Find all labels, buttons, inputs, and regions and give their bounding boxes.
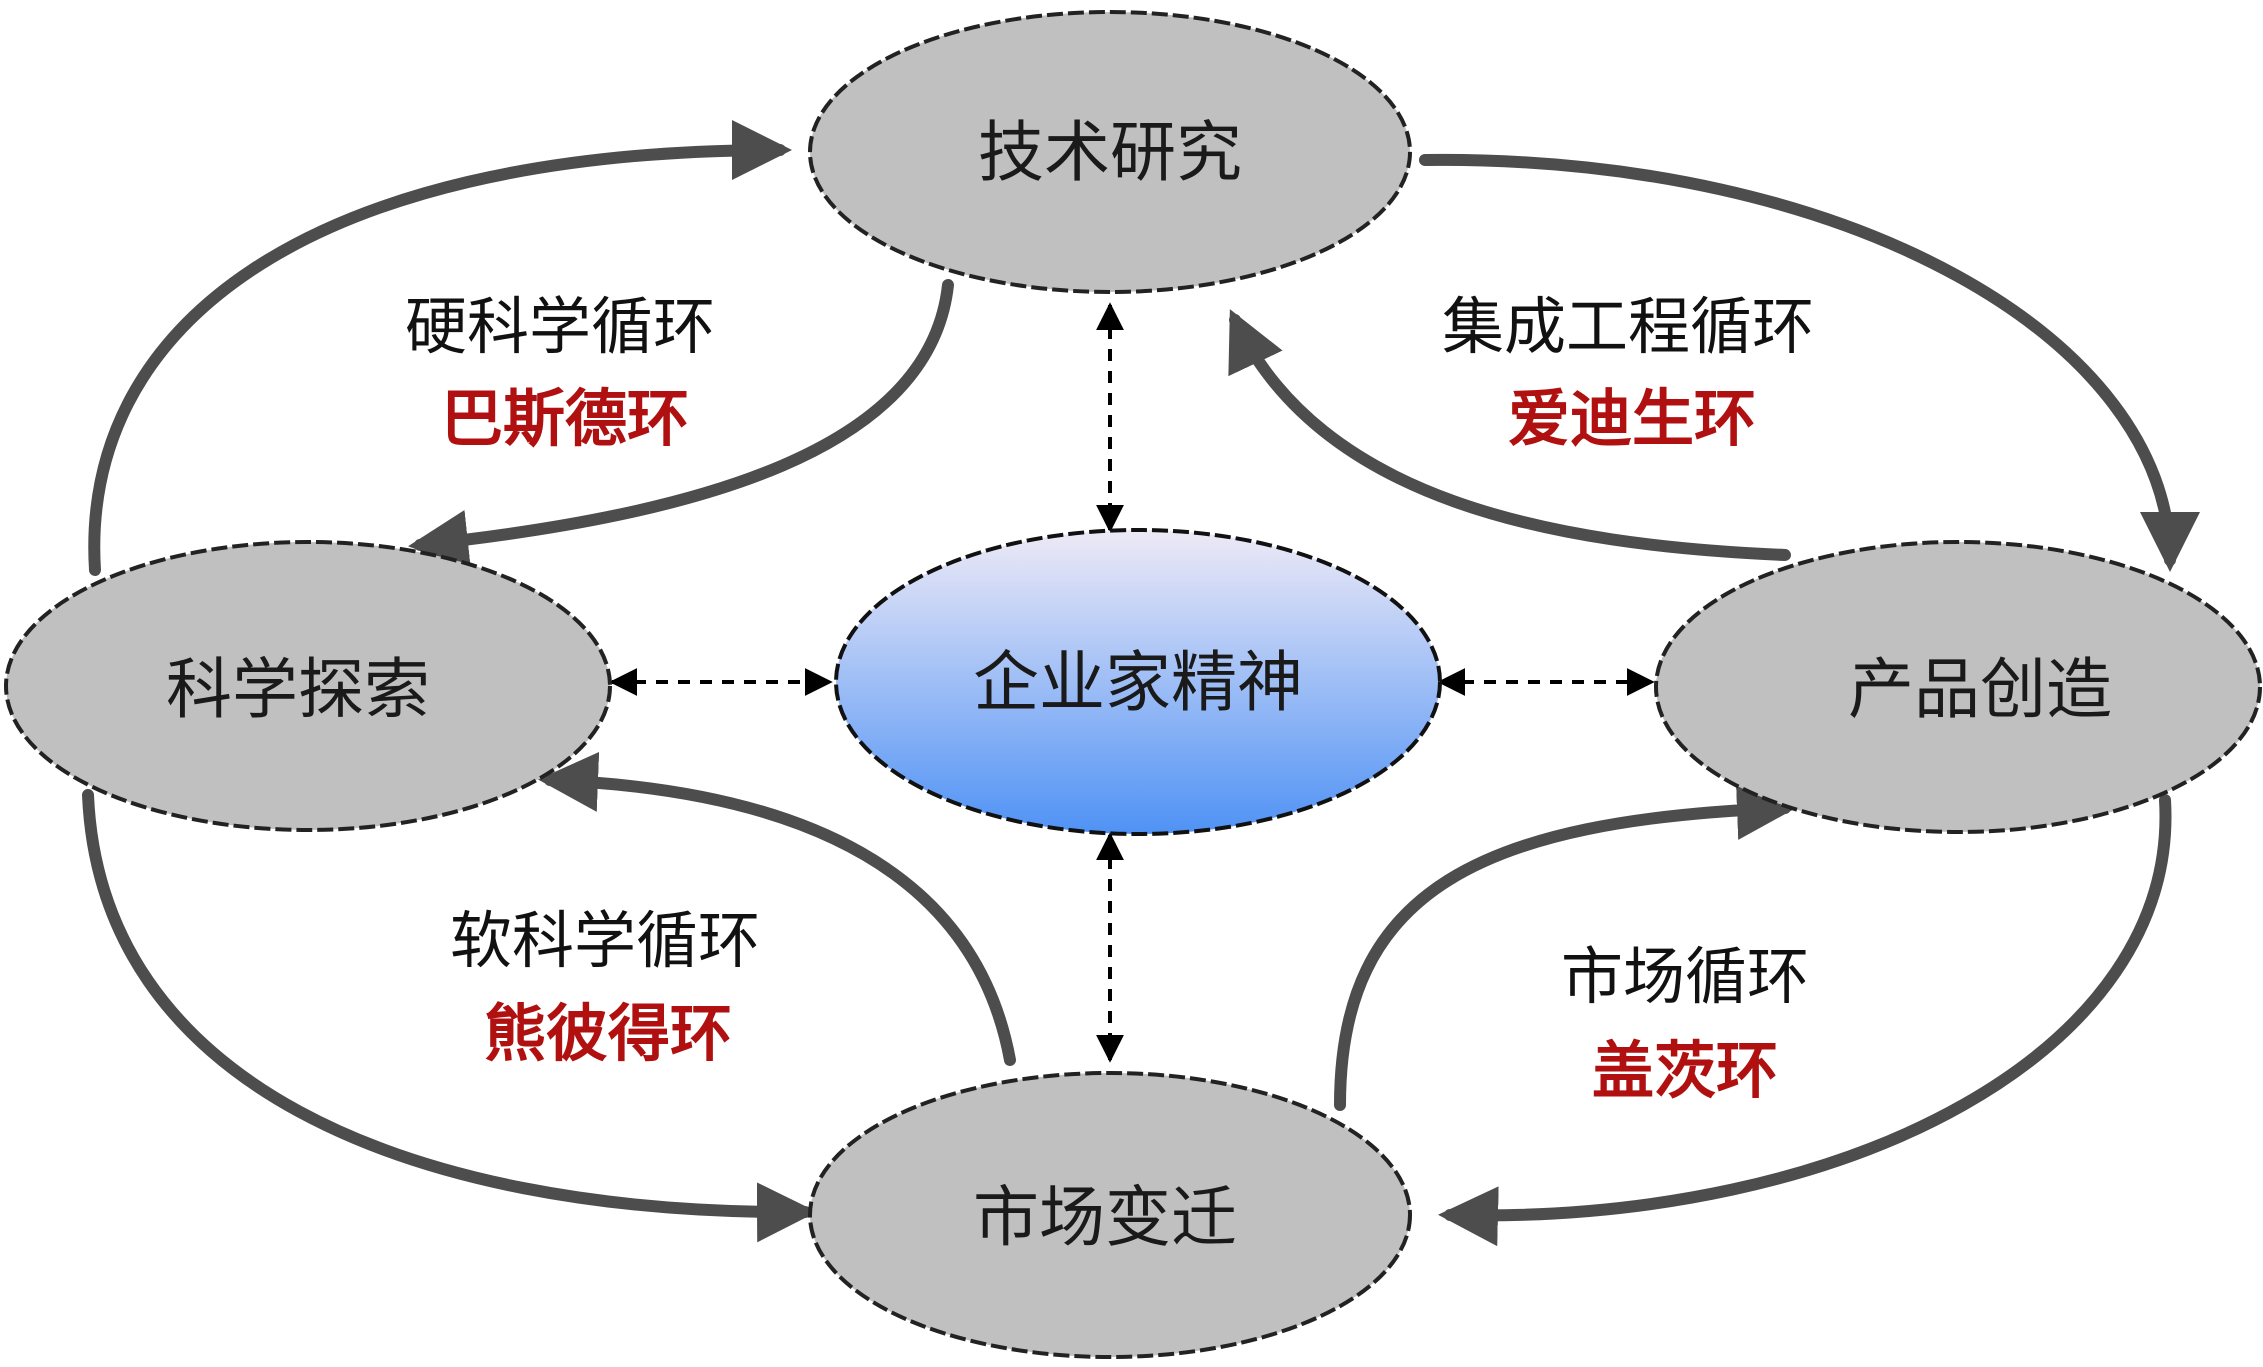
node-left-label: 科学探索 [166,651,430,728]
node-top: 技术研究 [808,10,1412,294]
loop-name-hard-science: 硬科学循环 [405,290,715,363]
arrow-explore-to-market [82,789,817,1243]
node-bottom-ellipse [808,1071,1412,1359]
loop-name-integrated-engineering: 集成工程循环 [1442,290,1814,363]
loop-label-top-right: 集成工程循环 爱迪生环 [1442,290,1814,455]
loop-name-market: 市场循环 [1561,940,1809,1013]
dashed-connectors [609,302,1655,1063]
node-bottom-label: 市场变迁 [973,1179,1237,1256]
loop-alias-edison: 爱迪生环 [1508,382,1756,455]
loop-label-bottom-right: 市场循环 盖茨环 [1561,940,1809,1107]
arrow-research-to-product [1419,153,2200,572]
node-left-ellipse [4,540,612,832]
node-top-label: 技术研究 [978,114,1242,191]
node-center: 企业家精神 [834,528,1442,836]
arrow-product-to-market [1438,794,2172,1247]
loop-alias-pasteur: 巴斯德环 [441,382,689,455]
arrow-research-to-explore [408,279,954,570]
outer-loop-arrows [82,120,2200,1247]
arrow-market-to-explore [538,751,1016,1066]
node-right-label: 产品创造 [1848,651,2112,728]
inner-loop-arrows [408,279,1797,1111]
loop-label-top-left: 硬科学循环 巴斯德环 [405,290,715,455]
loop-name-soft-science: 软科学循环 [450,904,760,977]
arrow-product-to-research [1228,309,1791,561]
node-right: 产品创造 [1654,540,2262,834]
arrow-explore-to-research [88,120,792,576]
node-center-ellipse [834,528,1442,836]
node-center-label: 企业家精神 [973,644,1303,721]
loop-alias-schumpeter: 熊彼得环 [484,997,732,1070]
node-top-ellipse [808,10,1412,294]
node-right-ellipse [1654,540,2262,834]
arrow-market-to-product [1334,779,1797,1111]
loop-alias-gates: 盖茨环 [1592,1034,1778,1107]
loop-label-bottom-left: 软科学循环 熊彼得环 [450,904,760,1070]
node-left: 科学探索 [4,540,612,832]
node-bottom: 市场变迁 [808,1071,1412,1359]
